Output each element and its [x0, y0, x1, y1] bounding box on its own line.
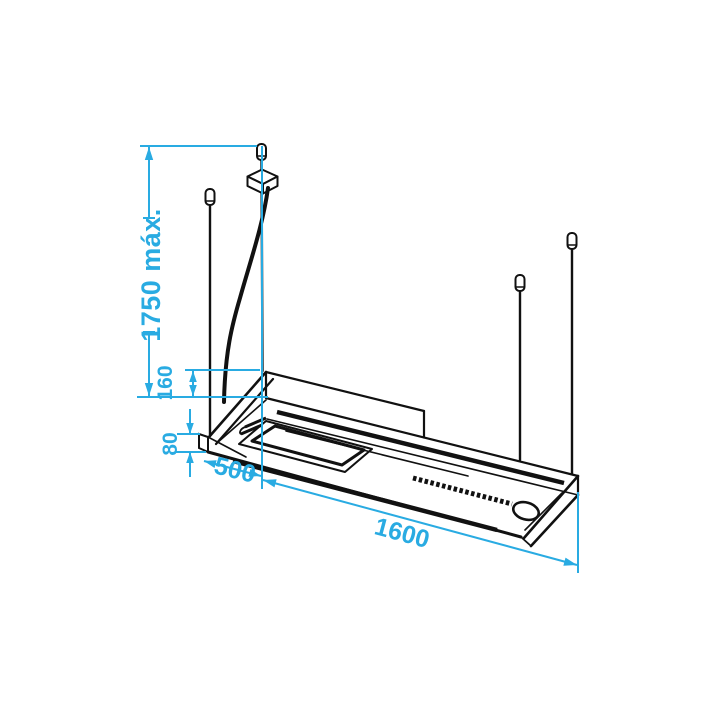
dim-label-plenum-height: 160: [154, 365, 177, 400]
dim-label-body-height: 80: [159, 432, 182, 455]
front-accent-line: [232, 458, 498, 533]
suspension-cable-3: [514, 274, 526, 462]
pull-cord-slider: [412, 475, 541, 522]
pull-ring-handle: [511, 500, 541, 522]
cable-end-fitting-1: [204, 188, 216, 206]
dimension-max-suspension: 1750 máx.: [136, 147, 166, 396]
body-top-edge: [264, 396, 580, 478]
left-end-panel: [198, 370, 275, 458]
dim-label-depth: 500: [211, 452, 258, 489]
filter-panel-inner: [250, 424, 366, 467]
cable-end-fitting-4: [566, 232, 578, 250]
back-accent-line: [276, 409, 565, 486]
pull-cord-ribbed: [412, 475, 513, 507]
suspension-cable-2: [222, 143, 279, 404]
body-back-lower-edge: [266, 418, 577, 496]
plenum-box: [264, 370, 426, 439]
dimension-plenum-height: 160: [154, 365, 197, 401]
dimension-body-height: 80: [159, 409, 194, 477]
left-corner-step: [198, 432, 209, 454]
right-inset-line: [524, 492, 563, 531]
cable-end-fitting-3: [514, 274, 526, 292]
suspension-cable-1: [204, 188, 216, 438]
dim-label-length: 1600: [372, 513, 433, 554]
dimension-length: 1600: [262, 479, 578, 566]
filter-panel-outer: [238, 420, 373, 473]
suspension-cable-4: [566, 232, 578, 476]
bottom-face: [206, 416, 563, 539]
dim-label-max-suspension: 1750 máx.: [136, 208, 166, 342]
dimension-depth: 500: [203, 452, 262, 489]
hood-body: [198, 370, 580, 548]
right-end-panel: [520, 474, 580, 548]
dimensions: 1750 máx. 160 80 500: [136, 145, 579, 573]
